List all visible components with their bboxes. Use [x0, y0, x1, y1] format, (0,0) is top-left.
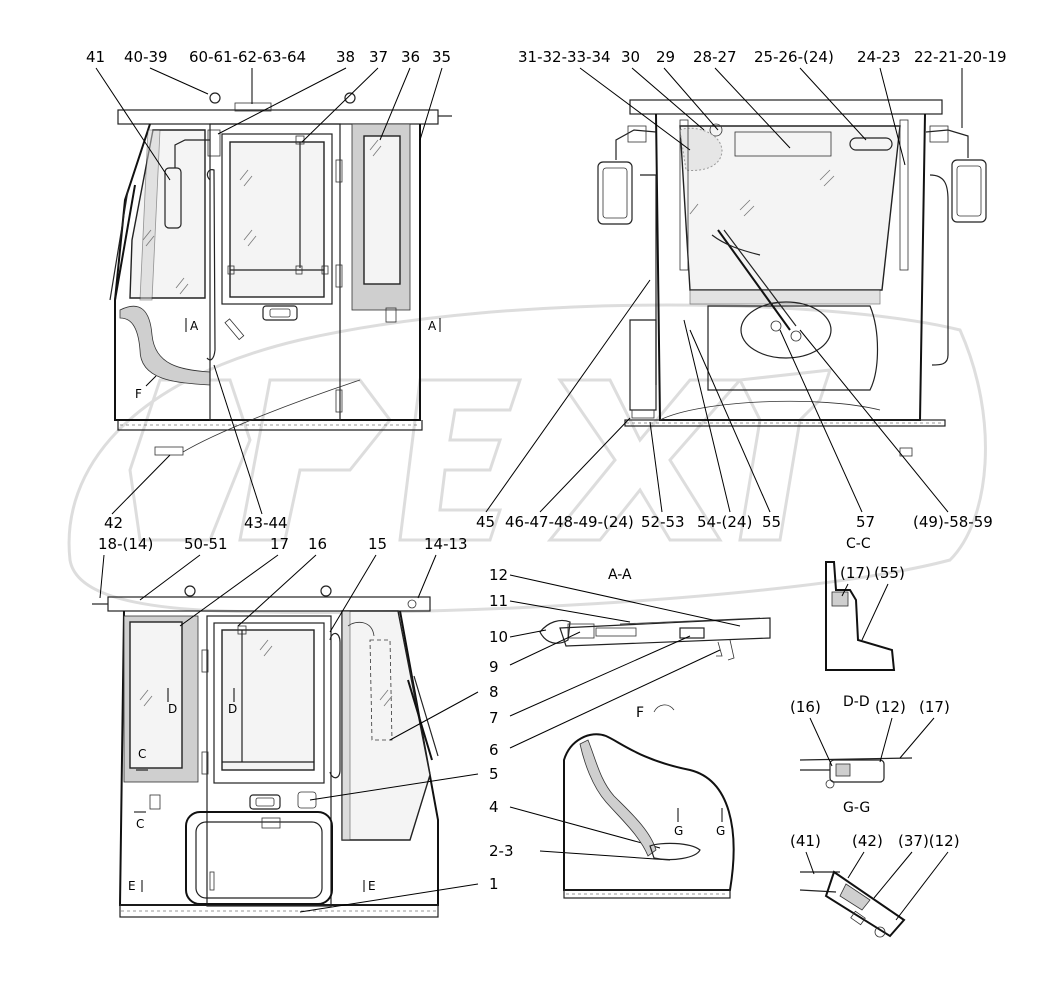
- view-f-detail: F G G: [563, 704, 735, 899]
- view-f-title: F: [636, 705, 644, 721]
- labels-bottom-left: 18-(14) 50-51 17 16 15 14-13: [98, 535, 468, 633]
- label-37: 37: [369, 48, 388, 66]
- section-aa-view: A-A: [539, 567, 771, 661]
- marker-a-right: A: [428, 319, 437, 333]
- label-41: 41: [86, 48, 105, 66]
- label-gg-37-12: (37)(12): [898, 832, 960, 850]
- labels-bottom-center: 12 11 10 9 8 7 6 5 4 2-3 1: [299, 566, 741, 913]
- section-dd-title: D-D: [843, 694, 870, 710]
- marker-f: F: [135, 387, 142, 401]
- label-52-53: 52-53: [641, 513, 685, 531]
- label-4: 4: [489, 798, 499, 816]
- label-14-13: 14-13: [424, 535, 468, 553]
- label-12: 12: [489, 566, 508, 584]
- labels-top-left: 41 40-39 60-61-62-63-64 38 37 36 35 42 4…: [86, 48, 451, 532]
- label-25-26-24: 25-26-(24): [754, 48, 834, 66]
- label-5: 5: [489, 765, 499, 783]
- section-gg-title: G-G: [843, 800, 870, 816]
- marker-e-right: E: [368, 879, 376, 893]
- label-10: 10: [489, 628, 508, 646]
- section-dd-view: D-D (16) (12) (17): [790, 694, 950, 789]
- label-6: 6: [489, 741, 499, 759]
- marker-d-right: D: [228, 702, 237, 716]
- label-57: 57: [856, 513, 875, 531]
- marker-c-top: C: [138, 747, 146, 761]
- label-2-3: 2-3: [489, 842, 514, 860]
- labels-top-right: 31-32-33-34 30 29 28-27 25-26-(24) 24-23…: [476, 48, 1007, 531]
- cab-side-view-bottom-left: D D C C E E: [92, 585, 439, 918]
- cab-side-view-top-left: A A F: [109, 92, 452, 456]
- label-30: 30: [621, 48, 640, 66]
- label-55: 55: [762, 513, 781, 531]
- marker-a-left: A: [190, 319, 199, 333]
- label-60-64: 60-61-62-63-64: [189, 48, 306, 66]
- label-16: 16: [308, 535, 327, 553]
- section-cc-view: C-C (17) (55): [825, 536, 905, 671]
- label-46-49: 46-47-48-49-(24): [505, 513, 634, 531]
- label-43-44: 43-44: [244, 514, 288, 532]
- cab-rear-view-top-right: [597, 99, 987, 457]
- label-50-51: 50-51: [184, 535, 228, 553]
- label-9: 9: [489, 658, 499, 676]
- label-31-34: 31-32-33-34: [518, 48, 611, 66]
- label-15: 15: [368, 535, 387, 553]
- label-28-27: 28-27: [693, 48, 737, 66]
- label-42: 42: [104, 514, 123, 532]
- watermark-logo: [67, 303, 987, 615]
- marker-c-bottom: C: [136, 817, 144, 831]
- label-17: 17: [270, 535, 289, 553]
- label-38: 38: [336, 48, 355, 66]
- label-54-24: 54-(24): [697, 513, 752, 531]
- marker-e-left: E: [128, 879, 136, 893]
- label-8: 8: [489, 683, 499, 701]
- section-cc-title: C-C: [846, 536, 871, 552]
- label-dd-16: (16): [790, 698, 821, 716]
- label-gg-41: (41): [790, 832, 821, 850]
- label-49-58-59: (49)-58-59: [913, 513, 993, 531]
- marker-g-right: G: [716, 824, 725, 838]
- label-45: 45: [476, 513, 495, 531]
- label-1: 1: [489, 875, 499, 893]
- label-gg-42: (42): [852, 832, 883, 850]
- section-gg-view: G-G (41) (42) (37)(12): [790, 800, 960, 938]
- marker-g-left: G: [674, 824, 683, 838]
- label-29: 29: [656, 48, 675, 66]
- label-18-14: 18-(14): [98, 535, 153, 553]
- label-dd-12: (12): [875, 698, 906, 716]
- label-36: 36: [401, 48, 420, 66]
- label-35: 35: [432, 48, 451, 66]
- label-cc-55: (55): [874, 564, 905, 582]
- label-dd-17: (17): [919, 698, 950, 716]
- marker-d-left: D: [168, 702, 177, 716]
- label-22-19: 22-21-20-19: [914, 48, 1007, 66]
- label-7: 7: [489, 709, 499, 727]
- label-40-39: 40-39: [124, 48, 168, 66]
- label-24-23: 24-23: [857, 48, 901, 66]
- label-cc-17: (17): [840, 564, 871, 582]
- label-11: 11: [489, 592, 508, 610]
- section-aa-title: A-A: [608, 567, 632, 583]
